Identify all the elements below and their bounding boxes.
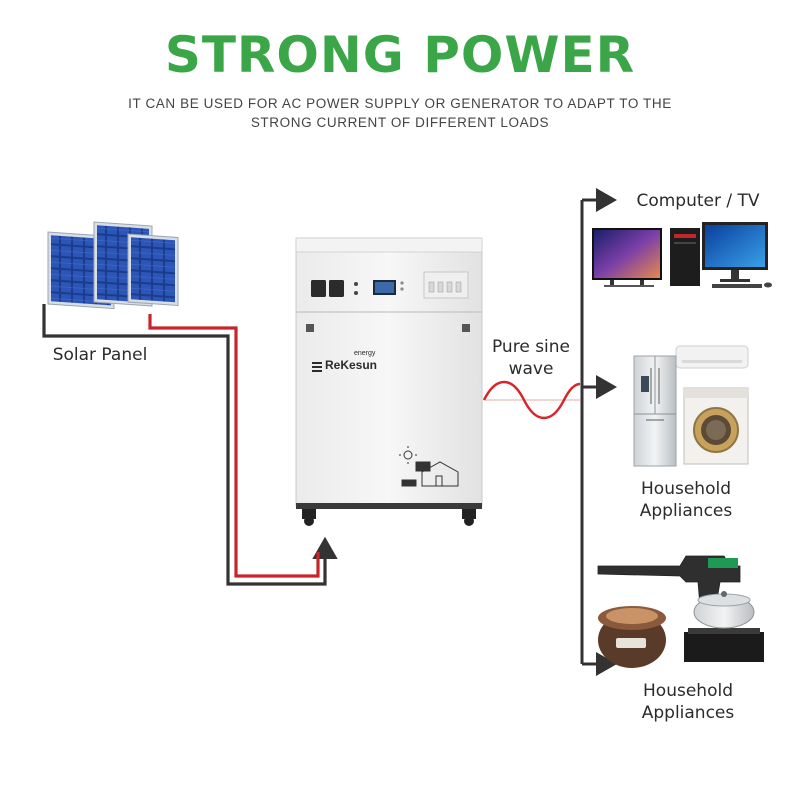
brand-tagline: energy [354, 350, 376, 357]
household-appliances-label-1-line2: Appliances [639, 501, 733, 521]
gas-stove-pot-icon [684, 591, 764, 662]
washing-machine-icon [683, 387, 749, 465]
brand-logo: ReKesun [325, 358, 378, 372]
house-sun-icon [399, 446, 459, 487]
computer-tv-label: Computer / TV [636, 191, 760, 211]
rice-cooker-icon [598, 606, 666, 668]
household-appliances-label-2-line2: Appliances [641, 703, 735, 723]
red-wire [148, 314, 320, 578]
sine-wave [482, 380, 581, 420]
household-appliances-label-1-line1: Household [641, 479, 731, 499]
wave-label-line2: wave [508, 359, 554, 379]
solar-panel-label: Solar Panel [52, 345, 148, 365]
computer-icon [670, 222, 772, 288]
air-conditioner-icon [675, 345, 749, 369]
refrigerator-icon [633, 355, 677, 467]
page-title: STRONG POWER [164, 26, 636, 84]
solar-generator-unit [295, 237, 483, 526]
dark-wire [42, 304, 338, 586]
wave-label-line1: Pure sine [491, 337, 571, 357]
household-appliances-label-2-line1: Household [643, 681, 733, 701]
solar-panel-icon [47, 221, 179, 310]
page-subtitle: IT CAN BE USED FOR AC POWER SUPPLY OR GE… [128, 96, 672, 130]
tv-icon [592, 228, 662, 287]
